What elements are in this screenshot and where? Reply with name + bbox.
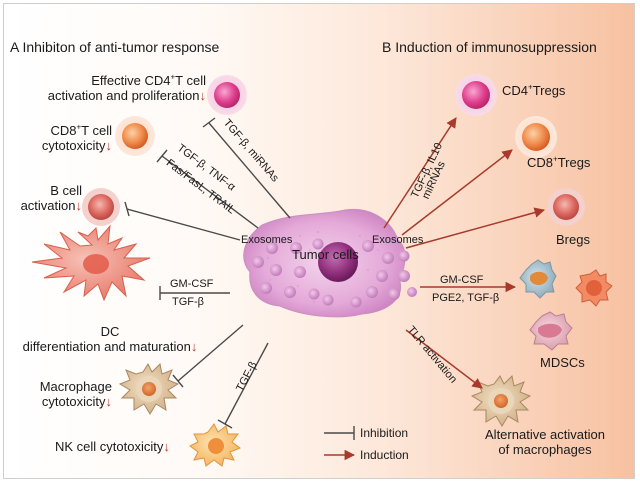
down-arrow-icon: ↓ <box>163 439 170 454</box>
exosome-cluster-right <box>350 240 417 308</box>
inhibit-line-macrophage <box>177 324 244 382</box>
exosomes-label-left: Exosomes <box>241 234 293 246</box>
dc-modifier-label-1: GM-CSF <box>170 278 214 290</box>
exosomes-label-right: Exosomes <box>372 234 424 246</box>
nk-cell-icon <box>189 423 242 467</box>
tumor-cells-label: Tumor cells <box>292 247 359 262</box>
induction-arrows <box>383 117 546 389</box>
induce-arrow-cd8tregs <box>401 149 513 236</box>
section-a-title: A Inhibiton of anti-tumor response <box>10 39 220 55</box>
dendritic-cell-icon <box>31 224 151 302</box>
bregs-label: Bregs <box>556 232 590 247</box>
cd4-t-cell-label: Effective CD4+T cell activation and prol… <box>47 72 207 103</box>
mdsc-modifier-label-1: GM-CSF <box>440 274 484 286</box>
macrophage-label: Macrophage cytotoxicity↓ <box>39 379 113 409</box>
inhibition-lines <box>124 117 291 429</box>
down-arrow-icon: ↓ <box>105 393 113 409</box>
dc-label: DC differentiation and maturation↓ <box>22 324 198 354</box>
cd8-tregs-label: CD8+Tregs <box>527 154 591 170</box>
cd8-t-cell-label: CD8+T cell cytotoxicity↓ <box>41 122 113 153</box>
cd4-t-cell-icon <box>207 75 247 115</box>
inhibit-line-cd8 <box>161 155 259 229</box>
legend-induction-label: Induction <box>360 448 409 462</box>
mdsc-modifier-label-2: PGE2, TGF-β <box>432 292 500 304</box>
tumor-nucleus <box>318 242 358 282</box>
legend <box>324 426 356 461</box>
induce-arrow-altmac <box>405 329 483 389</box>
inhibit-bar-bcell <box>124 201 130 217</box>
inhibit-bar-cd8 <box>156 149 168 163</box>
mdsc-icon-3 <box>529 311 573 351</box>
mdscs-label: MDSCs <box>540 355 585 370</box>
inhibit-line-nk <box>224 342 269 425</box>
alternative-macrophage-label: Alternative activation of macrophages <box>485 427 605 457</box>
macrophage-icon <box>118 362 180 415</box>
b-cell-icon <box>82 188 120 226</box>
inhibit-line-bcell <box>126 208 241 241</box>
cd4-tregs-label: CD4+Tregs <box>502 82 566 98</box>
alternative-macrophage-icon <box>470 374 532 427</box>
cd8-tregs-icon <box>515 116 557 158</box>
down-arrow-icon: ↓ <box>199 87 207 103</box>
legend-inhibition-label: Inhibition <box>360 426 409 440</box>
down-arrow-icon: ↓ <box>105 137 113 153</box>
down-arrow-icon: ↓ <box>75 197 83 213</box>
inhibit-line-cd4 <box>208 122 291 219</box>
inhibit-bar-cd4 <box>202 117 216 128</box>
mdsc-icon-2 <box>575 269 613 307</box>
cd8-t-cell-icon <box>115 116 155 156</box>
inhibit-bar-nk <box>217 419 233 429</box>
mdsc-icon-1 <box>519 259 557 299</box>
dc-modifier-label-2: TGF-β <box>172 296 204 308</box>
down-arrow-icon: ↓ <box>190 338 198 354</box>
legend-inhibition-symbol <box>324 426 355 440</box>
bregs-icon <box>547 188 585 226</box>
induce-arrow-bregs <box>405 207 546 249</box>
b-cell-label: B cell activation↓ <box>20 183 83 213</box>
nk-cell-label: NK cell cytotoxicity↓ <box>55 439 170 454</box>
exosome-cluster-left <box>252 238 334 306</box>
cd4-tregs-icon <box>455 74 497 116</box>
induce-arrow-cd4tregs <box>383 117 457 229</box>
inhibit-bar-macrophage <box>172 374 184 388</box>
section-b-title: B Induction of immunosuppression <box>382 39 597 55</box>
